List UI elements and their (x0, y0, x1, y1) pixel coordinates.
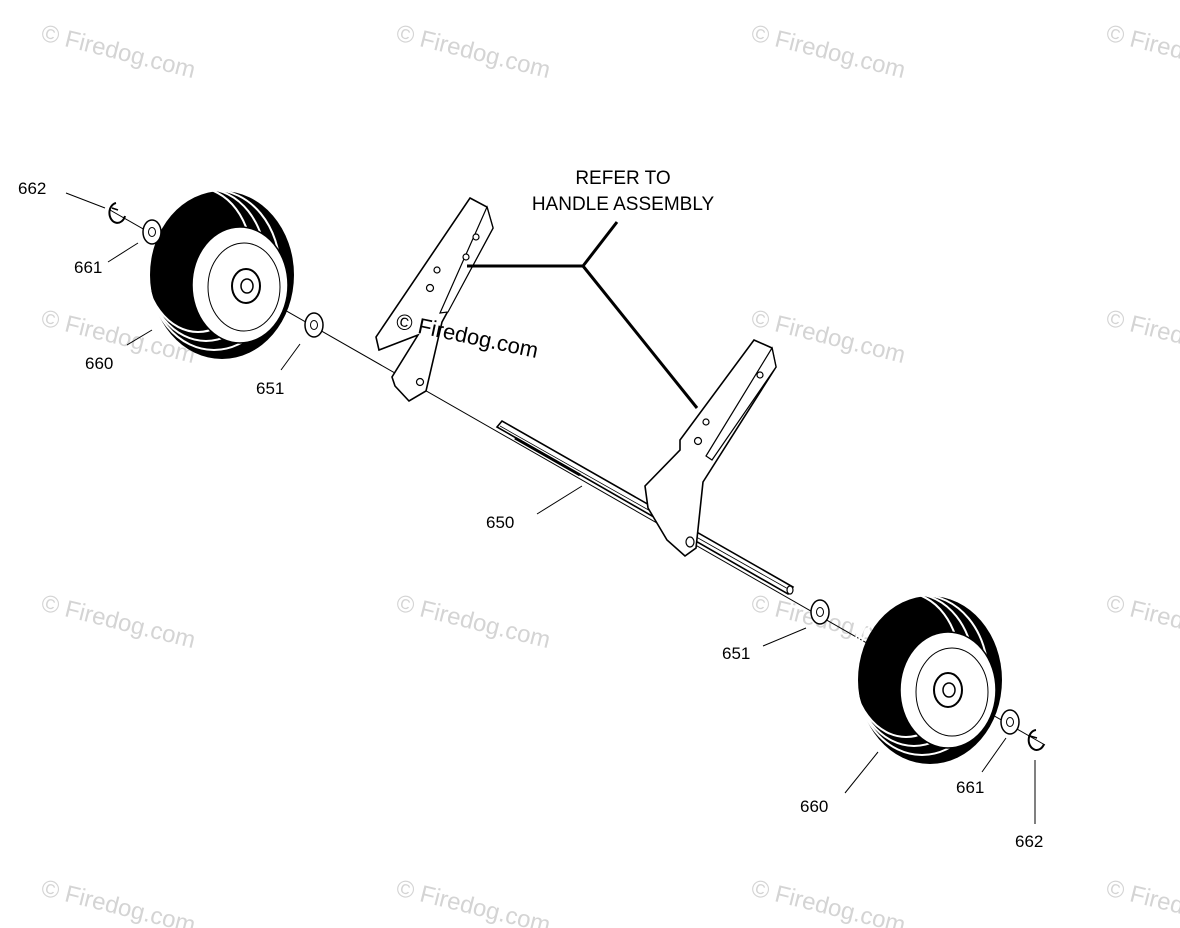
bolt-hole (425, 283, 435, 293)
handle-bracket-right (644, 339, 777, 558)
bolt-hole (693, 436, 703, 446)
watermark: © Firedog.com (394, 875, 554, 928)
watermark: © Firedog.com (394, 20, 554, 84)
watermark: © Firedog.com (1104, 590, 1180, 654)
label-661-left: 661 (74, 258, 102, 277)
label-662-right: 662 (1015, 832, 1043, 851)
handle-bracket-left (375, 196, 494, 403)
bolt-hole (702, 418, 710, 426)
watermark: © Firedog.com (39, 20, 199, 84)
label-651-right: 651 (722, 644, 750, 663)
bolt-hole (433, 266, 441, 274)
label-661-right: 661 (956, 778, 984, 797)
watermark-grid: © Firedog.com © Firedog.com © Firedog.co… (39, 20, 1180, 928)
watermark: © Firedog.com (1104, 20, 1180, 84)
handle-assembly-pointer (467, 221, 699, 409)
washer-661-right (1000, 709, 1020, 735)
washer-651-left (304, 312, 324, 338)
bolt-hole (415, 377, 425, 387)
bolt-hole (472, 233, 480, 241)
wheel-660-left (143, 187, 294, 359)
clip-662-right (1027, 729, 1045, 751)
bolt-hole (462, 253, 470, 261)
axle-shaft-650 (495, 419, 795, 596)
watermark: © Firedog.com (1104, 305, 1180, 369)
label-660-left: 660 (85, 354, 113, 373)
washer-661-left (142, 219, 162, 245)
watermark: © Firedog.com (39, 590, 199, 654)
label-662-left: 662 (18, 179, 46, 198)
washer-651-right (810, 599, 830, 625)
label-651-left: 651 (256, 379, 284, 398)
watermark: © Firedog.com (749, 20, 909, 84)
bolt-hole (756, 371, 764, 379)
watermark: © Firedog.com (39, 875, 199, 928)
watermark: © Firedog.com (749, 875, 909, 928)
clip-662-left (108, 202, 126, 224)
callout-line-1: REFER TO (575, 168, 670, 189)
watermark: © Firedog.com (394, 590, 554, 654)
label-650: 650 (486, 513, 514, 532)
wheel-660-right (851, 592, 1002, 764)
label-660-right: 660 (800, 797, 828, 816)
callout-line-2: HANDLE ASSEMBLY (532, 194, 715, 215)
watermark: © Firedog.com (1104, 875, 1180, 928)
leader-lines (65, 192, 1036, 824)
